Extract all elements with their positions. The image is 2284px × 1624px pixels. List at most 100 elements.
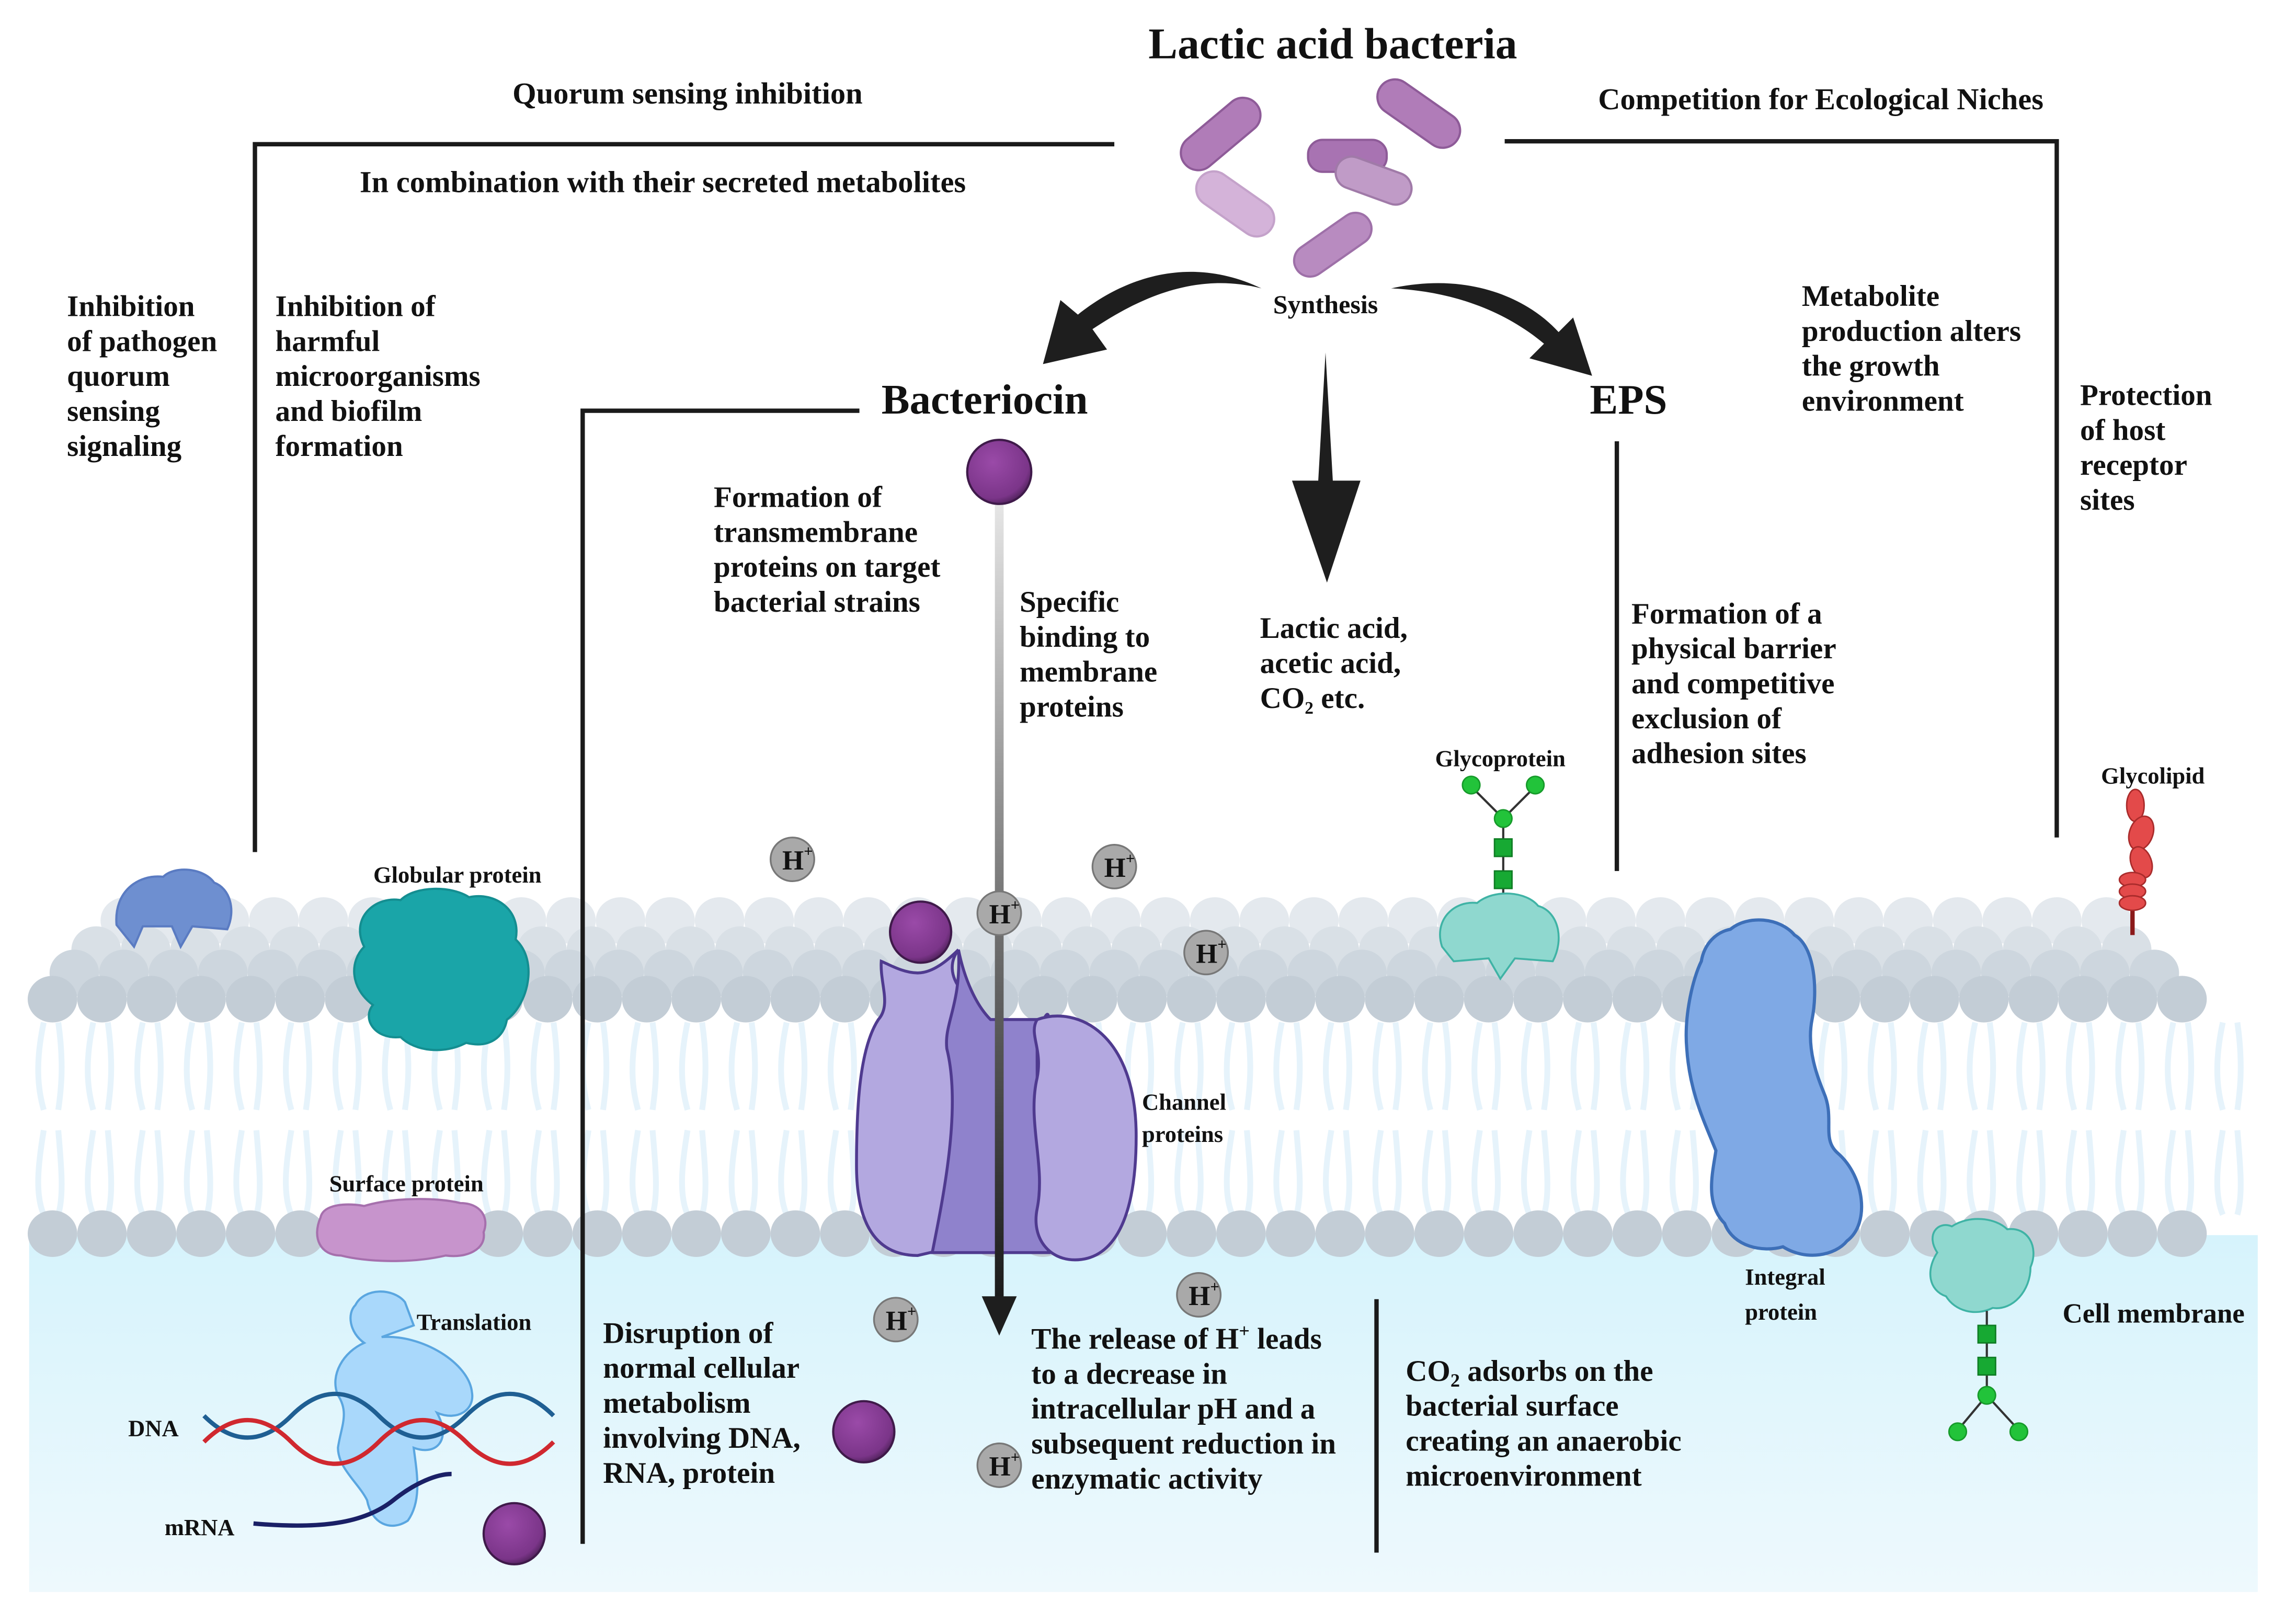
text-line: binding to: [1020, 621, 1150, 654]
lipid-tail: [1917, 1129, 1947, 1216]
lipid-tail: [530, 1022, 560, 1111]
text-line: microenvironment: [1406, 1459, 1641, 1492]
lipid-tail: [1372, 1022, 1402, 1111]
text-line: and biofilm: [276, 395, 422, 428]
phospholipid-head: [1662, 1210, 1712, 1257]
phospholipid-head: [1563, 976, 1613, 1023]
phospholipid-head: [721, 976, 771, 1023]
lipid-tail: [184, 1022, 213, 1111]
text-line: production alters: [1802, 315, 2021, 348]
phospholipid-head: [1315, 1210, 1365, 1257]
phospholipid-head: [1464, 976, 1514, 1023]
lipid-tail: [1917, 1022, 1947, 1111]
lipid-tail: [580, 1022, 610, 1111]
phospholipid-head: [2107, 976, 2157, 1023]
text-line: formation: [276, 430, 403, 463]
h-release-text: The release of H+ leads to a decrease in…: [1031, 1320, 1343, 1495]
bacteriocin-molecule: [966, 439, 1033, 505]
lipid-tail: [530, 1129, 560, 1216]
lipid-tail: [35, 1022, 65, 1111]
text-line: Formation of a: [1631, 597, 1822, 630]
text-line: involving DNA,: [603, 1422, 801, 1455]
phospholipid-head: [622, 976, 672, 1023]
phospholipid-head: [523, 1210, 573, 1257]
text-line: sites: [2080, 484, 2135, 517]
text-line: Channel: [1142, 1089, 1226, 1115]
lipid-tail: [728, 1129, 758, 1216]
phospholipid-head: [1513, 1210, 1563, 1257]
phospholipid-head: [1117, 976, 1167, 1023]
hydrogen-ion: H+: [1176, 1272, 1222, 1318]
lipid-tail: [1620, 1022, 1650, 1111]
lipid-tail: [1967, 1129, 1996, 1216]
text-line: membrane: [1020, 656, 1157, 689]
lipid-tail: [134, 1129, 164, 1216]
text-line: adsorbs on the: [1460, 1355, 1653, 1388]
acids-line: CO: [1260, 682, 1305, 715]
superscript: +: [1239, 1320, 1250, 1341]
subscript: 2: [1305, 699, 1314, 718]
bacteriocin-bracket: [580, 408, 860, 1544]
phospholipid-head: [820, 1210, 870, 1257]
text-line: Formation of: [714, 481, 883, 513]
lipid-tail: [2115, 1022, 2145, 1111]
acids-line: acetic acid,: [1260, 647, 1401, 680]
lipid-tail: [332, 1022, 362, 1111]
channel-protein: [855, 948, 1138, 1262]
phospholipid-head: [721, 1210, 771, 1257]
lipid-tail: [2165, 1022, 2195, 1111]
hydrogen-ion: H+: [976, 1442, 1022, 1488]
text-line: intracellular pH and a: [1031, 1392, 1315, 1425]
text-line: proteins: [1142, 1121, 1223, 1147]
lipid-tail: [283, 1022, 312, 1111]
co2-adsorbs-text: CO2 adsorbs on the bacterial surface cre…: [1406, 1355, 1689, 1493]
lipid-tail: [85, 1129, 115, 1216]
text-line: transmembrane: [714, 516, 918, 548]
dna-strand-blue: [202, 1391, 555, 1440]
text-line: harmful: [276, 325, 380, 358]
lipid-tail: [778, 1129, 808, 1216]
lipid-tail: [1422, 1022, 1452, 1111]
lipid-tail: [1570, 1022, 1600, 1111]
text-line: Metabolite: [1802, 280, 1939, 313]
acids-text: Lactic acid, acetic acid, CO2 etc.: [1260, 612, 1415, 718]
text-line: metabolism: [603, 1387, 750, 1420]
page-title: Lactic acid bacteria: [1148, 20, 1517, 68]
text-line: Disruption of: [603, 1317, 773, 1349]
bacteriocin-molecule: [482, 1502, 546, 1565]
translation-label: Translation: [417, 1309, 532, 1335]
bacterium: [1334, 155, 1413, 206]
svg-text:H+: H+: [989, 1448, 1020, 1482]
phospholipid-head: [1216, 976, 1266, 1023]
surface-protein-label: Surface protein: [329, 1171, 484, 1197]
integral-protein: [1684, 918, 1864, 1257]
subscript: 2: [1451, 1370, 1460, 1391]
lipid-tail: [2065, 1129, 2095, 1216]
text-line: exclusion of: [1631, 702, 1782, 735]
bacteriocin-molecule: [832, 1400, 896, 1463]
lipid-tail: [1323, 1022, 1352, 1111]
phospholipid-head: [2058, 976, 2108, 1023]
text-line: signaling: [67, 430, 181, 463]
lipid-tail: [1224, 1129, 1253, 1216]
left-outer-bracket: [253, 142, 1115, 852]
lipid-tail: [1570, 1129, 1600, 1216]
phospholipid-head: [27, 1210, 77, 1257]
lipid-tail: [2016, 1129, 2046, 1216]
text-line: the growth: [1802, 350, 1940, 383]
phospholipid-head: [176, 976, 226, 1023]
lipid-tail: [1867, 1129, 1897, 1216]
lipid-tail: [1867, 1022, 1897, 1111]
phospholipid-head: [1067, 976, 1117, 1023]
phospholipid-head: [1810, 976, 1860, 1023]
lipid-tail: [679, 1129, 709, 1216]
lipid-tail: [1471, 1129, 1501, 1216]
lipid-tail: [1273, 1129, 1303, 1216]
ribosome-translation: [334, 1290, 474, 1527]
lipid-tail: [35, 1129, 65, 1216]
phospholipid-head: [1018, 976, 1068, 1023]
synthesis-label: Synthesis: [1273, 290, 1378, 319]
